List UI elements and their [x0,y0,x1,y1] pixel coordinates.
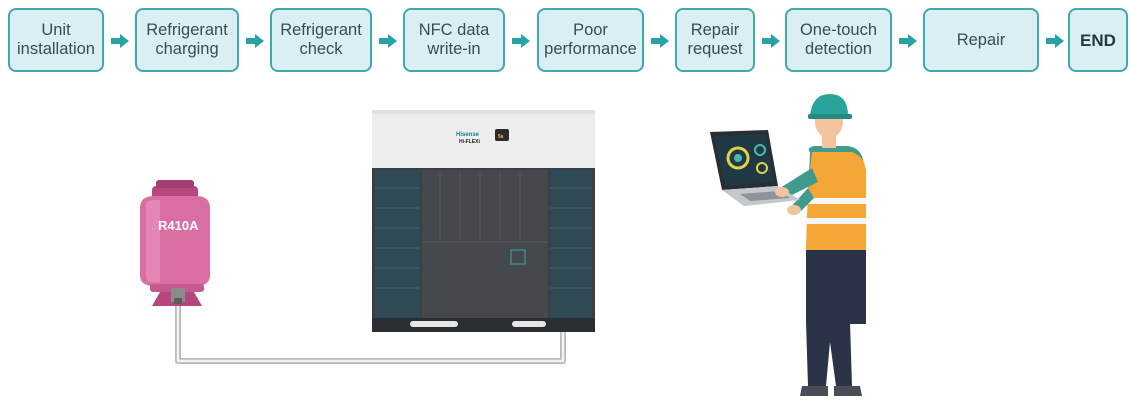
step-label: Poor performance [544,21,637,58]
outdoor-unit-icon: Hisense Hi-FLEXi 5s [372,110,595,332]
tank-label: R410A [158,218,199,233]
unit-brand: Hisense [456,132,480,138]
step-label: END [1080,30,1116,50]
step-label: NFC data write-in [418,21,490,58]
arrow-right-icon [111,34,129,48]
arrow-right-icon [512,34,530,48]
laptop-icon [710,130,800,206]
arrow-right-icon [762,34,780,48]
arrow-right-icon [246,34,264,48]
step-label: One-touch detection [799,21,878,58]
illustration-scene: R410A Hisense Hi-FLEXi 5s [140,94,866,396]
step-poor-performance: Poor performance [537,8,644,72]
refrigerant-tank-icon: R410A [140,180,210,306]
step-refrigerant-check: Refrigerant check [270,8,372,72]
step-label: Unit installation [17,21,95,58]
step-label: Repair request [687,21,743,58]
step-repair-request: Repair request [675,8,755,72]
unit-model: Hi-FLEXi [459,139,480,145]
step-one-touch-detection: One-touch detection [785,8,892,72]
process-flow: Unit installation Refrigerant charging R… [0,0,1132,80]
refrigerant-pipe [175,302,566,364]
unit-badge: 5s [498,134,504,140]
arrow-right-icon [651,34,669,48]
step-end: END [1068,8,1128,72]
arrow-right-icon [379,34,397,48]
step-unit-installation: Unit installation [8,8,104,72]
step-repair: Repair [923,8,1039,72]
step-label: Refrigerant check [280,21,362,58]
step-nfc-data-write-in: NFC data write-in [403,8,505,72]
arrow-right-icon [899,34,917,48]
step-label: Refrigerant charging [146,21,228,58]
step-label: Repair [956,30,1006,49]
arrow-right-icon [1046,34,1064,48]
technician-icon [710,94,866,396]
step-refrigerant-charging: Refrigerant charging [135,8,239,72]
